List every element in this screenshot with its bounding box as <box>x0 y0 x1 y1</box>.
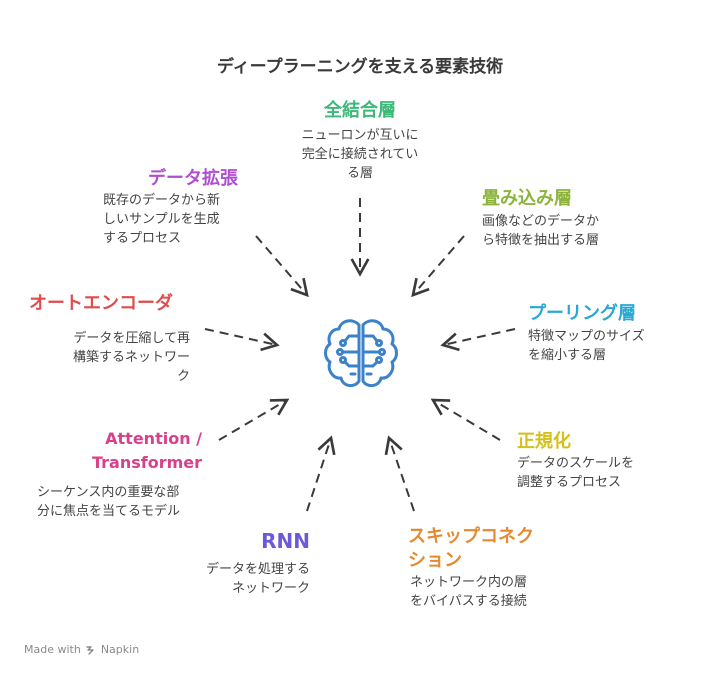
arrow-augmentation <box>255 235 309 298</box>
desc-fully-connected: ニューロンが互いに 完全に接続されてい る層 <box>270 126 450 183</box>
desc-line: 特徴マップのサイズ <box>528 329 645 344</box>
footer-brand: Napkin <box>100 643 140 656</box>
desc-line: 分に焦点を当てるモデル <box>37 504 181 519</box>
footer-made-with: Made with <box>24 643 81 656</box>
label-skip-connection: スキップコネク ション <box>408 525 534 573</box>
desc-line: データのスケールを <box>517 456 635 471</box>
label-attention: Attention / Transformer <box>60 427 202 475</box>
arrow-conv <box>411 235 465 298</box>
label-conv: 畳み込み層 <box>482 188 572 209</box>
napkin-logo-icon <box>86 645 94 655</box>
label-autoencoder: オートエンコーダ <box>29 293 173 314</box>
desc-skip-connection: ネットワーク内の層 をバイパスする接続 <box>410 573 527 611</box>
arrow-regularization <box>430 398 501 441</box>
desc-line: ネットワーク <box>231 581 310 596</box>
desc-line: 構築するネットワー <box>72 350 190 365</box>
desc-regularization: データのスケールを 調整するプロセス <box>517 454 634 492</box>
footer-attribution: Made with Napkin <box>24 643 139 656</box>
desc-line: ネットワーク内の層 <box>410 575 528 590</box>
label-regularization: 正規化 <box>517 431 571 452</box>
label-data-augmentation: データ拡張 <box>148 168 238 189</box>
desc-line: データを圧縮して再 <box>73 331 190 346</box>
label-fully-connected: 全結合層 <box>324 100 396 121</box>
desc-line: ら特徴を抽出する層 <box>482 233 600 248</box>
desc-line: しいサンプルを生成 <box>103 212 220 227</box>
desc-line: データを処理する <box>205 562 310 577</box>
label-line: Attention / <box>105 429 202 448</box>
label-pooling: プーリング層 <box>528 303 636 324</box>
label-line: スキップコネク <box>408 526 534 547</box>
desc-conv: 画像などのデータか ら特徴を抽出する層 <box>482 212 599 250</box>
desc-attention: シーケンス内の重要な部 分に焦点を当てるモデル <box>37 483 180 521</box>
arrow-pooling <box>440 328 516 352</box>
desc-line: る層 <box>346 166 373 181</box>
desc-line: シーケンス内の重要な部 <box>37 485 180 500</box>
desc-line: するプロセス <box>103 231 182 246</box>
arrow-skip <box>384 435 415 512</box>
desc-line: 既存のデータから新 <box>103 193 221 208</box>
arrow-rnn <box>306 435 336 512</box>
desc-data-augmentation: 既存のデータから新 しいサンプルを生成 するプロセス <box>103 191 220 248</box>
desc-autoencoder: データを圧縮して再 構築するネットワー ク <box>30 329 190 386</box>
desc-line: ク <box>176 369 190 384</box>
desc-line: ニューロンが互いに <box>301 128 419 143</box>
desc-line: 画像などのデータか <box>482 214 600 229</box>
desc-pooling: 特徴マップのサイズ を縮小する層 <box>528 327 645 365</box>
desc-line: をバイパスする接続 <box>410 594 527 609</box>
label-line: ション <box>408 550 462 571</box>
label-line: Transformer <box>91 453 202 472</box>
desc-line: を縮小する層 <box>528 348 607 363</box>
brain-circuit-icon <box>321 316 401 392</box>
arrow-attention <box>218 398 290 441</box>
desc-line: 調整するプロセス <box>517 475 622 490</box>
desc-rnn: データを処理する ネットワーク <box>150 560 310 598</box>
arrow-autoencoder <box>204 328 280 352</box>
label-rnn: RNN <box>261 529 310 553</box>
diagram-title: ディープラーニングを支える要素技術 <box>216 57 504 77</box>
desc-line: 完全に接続されてい <box>301 147 419 162</box>
